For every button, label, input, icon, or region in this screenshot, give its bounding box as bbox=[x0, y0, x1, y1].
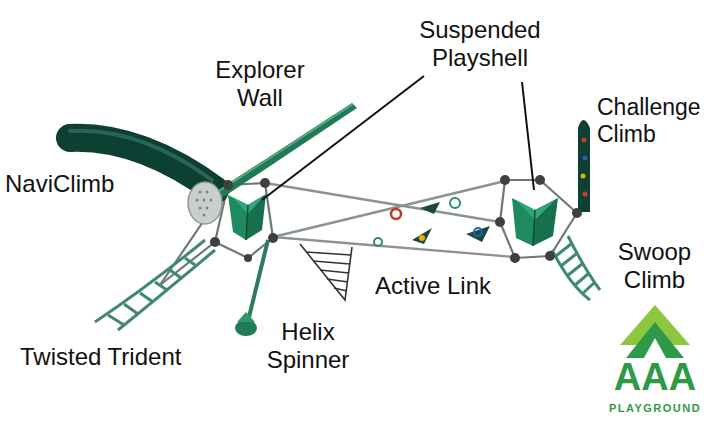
leader-lines bbox=[262, 76, 534, 200]
part-name: Active Link bbox=[375, 272, 535, 300]
net-ladder bbox=[300, 244, 352, 300]
part-name: Suspended Playshell bbox=[395, 16, 565, 73]
active-link-cables bbox=[265, 181, 515, 257]
part-name: Swoop Climb bbox=[607, 238, 702, 295]
part-name: Twisted Trident bbox=[20, 343, 220, 371]
helix-spinner bbox=[235, 240, 268, 336]
part-name: Explorer Wall bbox=[200, 56, 320, 113]
part-name: Helix Spinner bbox=[258, 318, 358, 375]
swoop-climb bbox=[552, 236, 600, 300]
twisted-trident bbox=[95, 240, 215, 330]
explorer-wall bbox=[215, 103, 357, 198]
logo-mark bbox=[620, 305, 690, 358]
perforated-disk bbox=[188, 182, 222, 224]
challenge-climb bbox=[578, 120, 590, 212]
part-name: Challenge Climb bbox=[597, 94, 721, 148]
part-name: NaviClimb bbox=[5, 170, 155, 198]
hanging-handles bbox=[374, 198, 490, 246]
suspended-playshell-left bbox=[228, 194, 266, 240]
logo-text: AAA bbox=[598, 358, 712, 398]
joint-dots bbox=[210, 175, 582, 263]
logo-text: PLAYGROUND bbox=[598, 402, 712, 415]
suspended-playshell-right bbox=[512, 198, 558, 246]
